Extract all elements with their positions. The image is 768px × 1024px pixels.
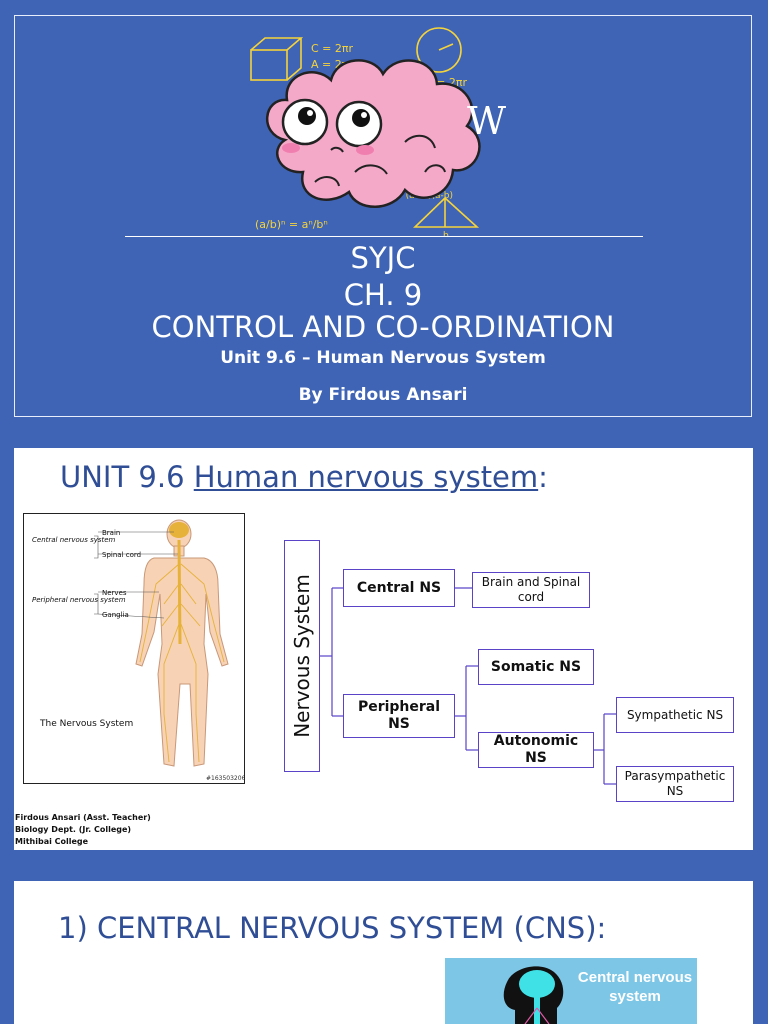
central-ns-label: Central NS	[356, 579, 442, 596]
cube-doodle	[250, 49, 288, 81]
cns-image: Central nervous system	[445, 958, 697, 1024]
title-main: CONTROL AND CO-ORDINATION	[151, 310, 615, 344]
central-ns-box: Central NS	[343, 569, 455, 607]
parasympathetic-ns-box: Parasympathetic NS	[616, 766, 734, 802]
sympathetic-ns-label: Sympathetic NS	[626, 707, 724, 722]
human-body-illustration: Central nervous system Peripheral nervou…	[32, 519, 245, 782]
somatic-ns-label: Somatic NS	[490, 658, 582, 675]
head-silhouette-illustration	[503, 966, 564, 1024]
wiki-mark: W	[467, 99, 506, 143]
nervous-system-slide: UNIT 9.6 Human nervous system:	[14, 448, 753, 850]
label-nerves: Nerves	[102, 589, 127, 597]
peripheral-ns-label: Peripheral NS	[357, 699, 441, 732]
title-syjc: SYJC	[350, 241, 416, 275]
label-brain: Brain	[102, 529, 120, 537]
cns-slide: 1) CENTRAL NERVOUS SYSTEM (CNS): Central…	[14, 881, 753, 1024]
somatic-ns-box: Somatic NS	[478, 649, 594, 685]
title-slide: C = 2πr A = 2πr² C = 2πr (a/b)ⁿ = aⁿ/bⁿ …	[14, 15, 752, 417]
label-ganglia: Ganglia	[102, 611, 129, 619]
parasympathetic-ns-label: Parasympathetic NS	[624, 769, 726, 798]
label-spinal-cord: Spinal cord	[102, 551, 141, 559]
figure-caption: The Nervous System	[39, 719, 133, 729]
triangle-doodle	[413, 196, 480, 228]
root-label: Nervous System	[290, 574, 314, 738]
peripheral-ns-box: Peripheral NS	[343, 694, 455, 738]
formula-text: C = 2πr	[311, 42, 354, 55]
credit-line: Mithibai College	[15, 837, 89, 846]
brain-cartoon-illustration: C = 2πr A = 2πr² C = 2πr (a/b)ⁿ = aⁿ/bⁿ …	[250, 27, 506, 237]
autonomic-ns-label: Autonomic NS	[493, 733, 579, 766]
diagram-connectors	[320, 587, 616, 785]
title-underlined: Human nervous system	[193, 460, 539, 494]
credit-line: Firdous Ansari (Asst. Teacher)	[15, 813, 151, 822]
cns-image-label: Central nervous system	[577, 969, 693, 1005]
formula-text: a² - b² = (a+b)(a-b)	[365, 191, 453, 201]
title-prefix: UNIT 9.6	[60, 460, 194, 494]
subtitle-unit: Unit 9.6 – Human Nervous System	[220, 348, 546, 368]
label-central-nervous-system: Central nervous system	[32, 536, 116, 544]
brain-spinal-cord-label: Brain and Spinal cord	[481, 575, 581, 604]
nervous-system-root-box: Nervous System	[284, 540, 320, 772]
label-peripheral-nervous-system: Peripheral nervous system	[32, 596, 126, 604]
formula-text: (a/b)ⁿ = aⁿ/bⁿ	[255, 218, 328, 231]
title-divider	[125, 236, 643, 237]
formula-text: b	[443, 231, 449, 237]
title-chapter: CH. 9	[343, 278, 423, 312]
autonomic-ns-box: Autonomic NS	[478, 732, 594, 768]
credit-line: Biology Dept. (Jr. College)	[15, 825, 132, 834]
slide-title: 1) CENTRAL NERVOUS SYSTEM (CNS):	[58, 911, 607, 945]
brain-spinal-cord-box: Brain and Spinal cord	[472, 572, 590, 608]
slide-title: UNIT 9.6 Human nervous system:	[60, 460, 548, 494]
sympathetic-ns-box: Sympathetic NS	[616, 697, 734, 733]
author-line: By Firdous Ansari	[298, 385, 468, 405]
title-suffix: :	[538, 460, 548, 494]
nervous-system-figure: Central nervous system Peripheral nervou…	[23, 513, 245, 784]
stock-id: #163503206	[206, 775, 245, 782]
circle-doodle	[416, 27, 462, 73]
author-credit: Firdous Ansari (Asst. Teacher) Biology D…	[15, 812, 151, 848]
